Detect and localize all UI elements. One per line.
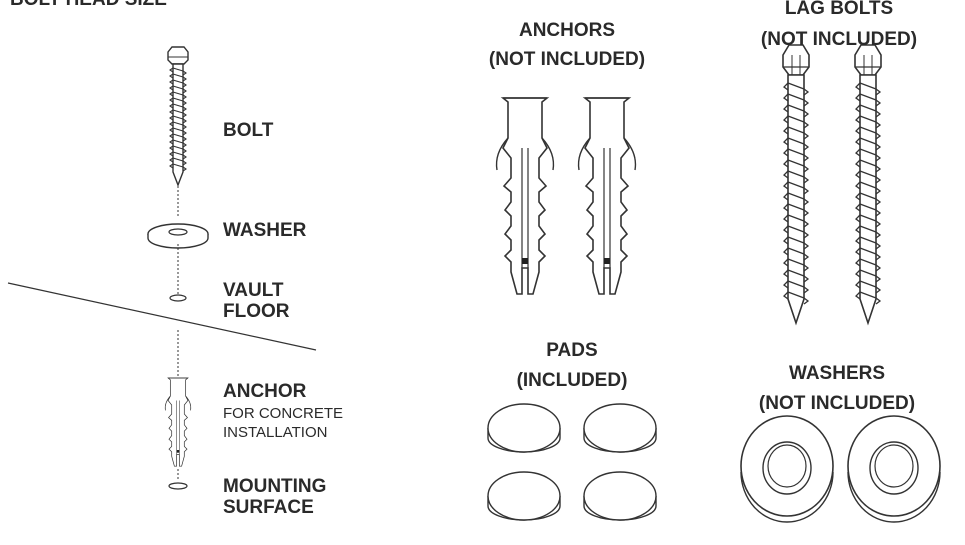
- washer-label: WASHER: [223, 220, 307, 241]
- anchors-title: ANCHORS: [518, 20, 616, 41]
- anchor-1: [495, 97, 555, 295]
- pad-1: [487, 403, 561, 453]
- lag-bolt-2: [854, 44, 882, 324]
- mounting-surface-label-line1: MOUNTING: [223, 476, 327, 497]
- lag-bolt-1: [782, 44, 810, 324]
- washers-note: (NOT INCLUDED): [758, 393, 916, 414]
- vault-floor-label-line1: VAULT: [223, 280, 284, 301]
- pad-2: [583, 403, 657, 453]
- anchor-2: [577, 97, 637, 295]
- vault-floor-hole: [169, 294, 187, 302]
- mounting-surface-label-line2: SURFACE: [223, 497, 314, 518]
- anchor-label: ANCHOR: [223, 381, 307, 402]
- washers-title: WASHERS: [788, 363, 886, 384]
- lag-bolts-note: (NOT INCLUDED): [760, 29, 918, 50]
- pads-title: PADS: [546, 340, 598, 361]
- lag-bolts-title: LAG BOLTS: [784, 0, 894, 19]
- vault-floor-label-line2: FLOOR: [223, 301, 290, 322]
- header-text: BOLT HEAD SIZE: [10, 0, 167, 10]
- bolt-label: BOLT: [223, 120, 274, 141]
- pad-4: [583, 471, 657, 521]
- washer-2: [847, 415, 941, 523]
- anchor-note-line2: INSTALLATION: [223, 424, 328, 441]
- anchor-note-line1: FOR CONCRETE: [223, 405, 343, 422]
- assembly-anchor: [164, 377, 192, 467]
- pad-3: [487, 471, 561, 521]
- vault-floor-line: [7, 282, 317, 351]
- mounting-surface-hole: [168, 482, 188, 490]
- washer-1: [740, 415, 834, 523]
- assembly-bolt: [167, 46, 189, 187]
- anchors-note: (NOT INCLUDED): [488, 49, 646, 70]
- pads-note: (INCLUDED): [516, 370, 628, 391]
